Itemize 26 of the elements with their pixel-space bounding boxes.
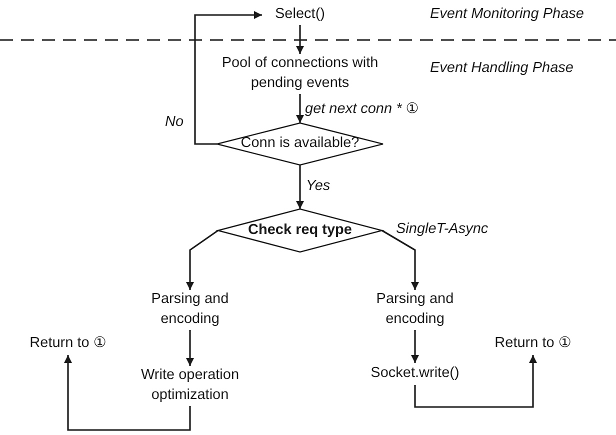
decision-text: Check req type: [248, 220, 352, 240]
arrow: [411, 330, 419, 363]
arrow: [296, 165, 304, 209]
decision-diamond: [218, 209, 382, 252]
edge-label: SingleT-Async: [396, 221, 488, 238]
phase-label: Event Monitoring Phase: [430, 6, 584, 22]
step-text: Socket.write(): [355, 363, 475, 385]
arrow: [194, 11, 262, 145]
step-text: Parsing and encoding: [130, 290, 250, 330]
arrow: [414, 355, 537, 408]
decision-text: Conn is available?: [240, 134, 360, 154]
step-text: Write operation optimization: [120, 366, 260, 406]
step-text: Return to ①: [478, 333, 588, 355]
arrow: [186, 230, 218, 290]
step-text: Return to ①: [14, 333, 122, 355]
arrow: [186, 330, 194, 366]
arrow: [296, 94, 304, 123]
edge-label: get next conn * ①: [305, 101, 419, 118]
arrow: [382, 230, 419, 290]
phase-label: Event Handling Phase: [430, 60, 574, 76]
step-text: Pool of connections with pending events: [200, 54, 400, 94]
arrow: [296, 25, 304, 54]
step-text: Select(): [262, 5, 338, 25]
arrow: [64, 355, 191, 431]
step-text: Parsing and encoding: [355, 290, 475, 330]
decision-diamond: [217, 123, 383, 165]
